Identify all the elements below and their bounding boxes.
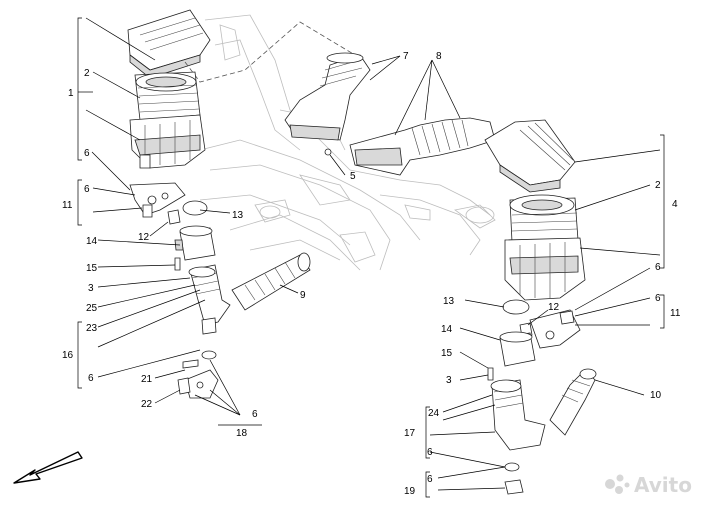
right-airbox-cover	[484, 119, 576, 193]
callout-22: 22	[141, 399, 153, 410]
callout-10: 10	[650, 390, 662, 401]
callout-14: 14	[86, 236, 98, 247]
right-screw-15	[487, 367, 494, 381]
callout-6: 6	[84, 148, 90, 159]
left-maf-sensor	[174, 225, 216, 261]
left-seal-ring	[182, 200, 208, 216]
callout-5: 5	[350, 171, 356, 182]
left-corrugated-hose-9	[231, 252, 311, 311]
callout-8: 8	[436, 51, 442, 62]
right-air-filter	[509, 194, 579, 243]
left-airbox-lower	[129, 114, 206, 169]
right-airbox-lower	[504, 237, 586, 301]
left-sensor-12	[167, 209, 181, 225]
left-airbox-cover	[127, 9, 211, 79]
left-air-filter	[134, 71, 201, 121]
right-maf-sensor-14	[499, 331, 536, 367]
callout-7: 7	[403, 51, 409, 62]
callout-6: 6	[252, 409, 258, 420]
right-intake-duct-17	[490, 379, 546, 451]
watermark-text: Avito	[634, 473, 692, 497]
callout-4: 4	[672, 199, 678, 210]
callout-3: 3	[446, 375, 452, 386]
callout-12: 12	[138, 232, 150, 243]
callout-9: 9	[300, 290, 306, 301]
right-seal-ring-13	[502, 299, 530, 315]
right-mount-bracket-11	[529, 309, 581, 349]
callout-13: 13	[232, 210, 244, 221]
car-body-outline	[199, 14, 496, 271]
leader-lines	[77, 17, 665, 498]
callout-23: 23	[86, 323, 98, 334]
callout-6: 6	[88, 373, 94, 384]
callout-1: 1	[68, 88, 74, 99]
arrow-direction-icon	[13, 451, 83, 484]
callout-6: 6	[655, 293, 661, 304]
callout-21: 21	[141, 374, 153, 385]
callout-11: 11	[62, 200, 73, 211]
left-washer-6	[201, 350, 217, 360]
right-washer-6	[504, 462, 520, 472]
right-corrugated-hose-10	[549, 368, 597, 436]
callout-3: 3	[88, 283, 94, 294]
callout-2: 2	[84, 68, 90, 79]
callout-14: 14	[441, 324, 453, 335]
right-clip-19	[504, 479, 524, 495]
callout-15: 15	[86, 263, 98, 274]
top-duct-7	[284, 52, 371, 156]
left-screw-15	[174, 257, 181, 271]
callout-19: 19	[404, 486, 416, 497]
callout-12: 12	[548, 302, 560, 313]
avito-logo-icon	[605, 474, 630, 494]
callout-6: 6	[427, 474, 433, 485]
left-intake-duct	[188, 264, 231, 335]
callout-6: 6	[84, 184, 90, 195]
left-clamp-bracket-18	[177, 359, 219, 399]
callout-25: 25	[86, 303, 98, 314]
callout-labels: 1 2 6 6 11 12 13 14 15 3 25 23 16 6 21 2…	[62, 51, 681, 497]
callout-24: 24	[428, 408, 440, 419]
callout-6: 6	[655, 262, 661, 273]
callout-15: 15	[441, 348, 453, 359]
callout-17: 17	[404, 428, 416, 439]
callout-16: 16	[62, 350, 74, 361]
callout-2: 2	[655, 180, 661, 191]
callout-11: 11	[670, 308, 681, 319]
callout-6: 6	[427, 447, 433, 458]
callout-18: 18	[236, 428, 248, 439]
left-mount-bracket	[129, 182, 186, 218]
callout-13: 13	[443, 296, 455, 307]
top-duct-8	[349, 117, 496, 176]
